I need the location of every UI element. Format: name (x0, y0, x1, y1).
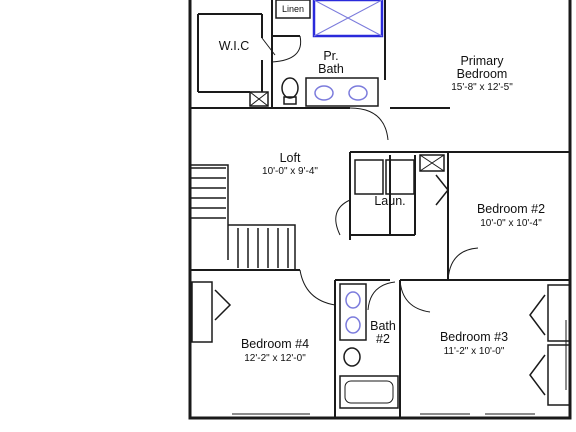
bath2-vanity (339, 283, 367, 341)
shower-drain (313, 0, 383, 37)
wall-laundry (349, 151, 570, 240)
vanity (305, 77, 379, 107)
bath2-label-1: Bath (370, 319, 396, 333)
laundry-label: Laun. (374, 194, 405, 208)
bedroom2-label: Bedroom #2 (477, 202, 545, 216)
door-swing-prbath (271, 35, 302, 63)
door-swing-bath2 (367, 281, 396, 311)
closet-bed3-bottom (547, 344, 571, 406)
door-swing-laundry (335, 199, 351, 236)
wall-bedroom2 (447, 152, 570, 281)
windows (232, 180, 571, 418)
linen-label: Linen (282, 4, 304, 14)
linen-closet (275, 0, 311, 19)
closet-bed3-top (547, 284, 571, 342)
primary-label-2: Bedroom (457, 67, 508, 81)
stairs (190, 164, 296, 270)
washer (354, 159, 384, 195)
loft-dims: 10'-0" x 9'-4" (262, 166, 318, 177)
door-swing-primary (349, 107, 389, 141)
shower (312, 0, 384, 38)
bedroom3-label: Bedroom #3 (440, 330, 508, 344)
primary-dims: 15'-8" x 12'-5" (451, 82, 513, 93)
wall-lower-band (190, 269, 570, 281)
wic-label: W.I.C (219, 39, 250, 53)
bathtub (339, 375, 399, 409)
sink-left (314, 85, 334, 101)
door-swing-loft-bath (299, 269, 336, 306)
bath2-label-2: #2 (376, 332, 390, 346)
hvac-box (249, 91, 269, 107)
closet-bed4 (191, 281, 213, 343)
dryer (385, 159, 415, 195)
closet-box-bed2 (419, 154, 445, 172)
wall-wic-bath (271, 0, 300, 108)
bath2-toilet (343, 347, 361, 367)
primary-label-1: Primary (460, 54, 504, 68)
door-swing-bed2 (447, 247, 479, 281)
pr-bath-toilet (281, 77, 299, 99)
wall-wic (197, 13, 263, 93)
sink-right (348, 85, 368, 101)
bedroom2-closet-door (435, 174, 449, 206)
bedroom2-dims: 10'-0" x 10'-4" (480, 218, 542, 229)
door-swing-wic (261, 37, 276, 56)
door-swing-bed3 (399, 279, 431, 313)
loft-label: Loft (280, 151, 301, 165)
pr-bath-label-1: Pr. (323, 49, 338, 63)
pr-bath-label-2: Bath (318, 62, 344, 76)
bedroom4-dims: 12'-2" x 12'-0" (244, 353, 306, 364)
bedroom3-dims: 11'-2" x 10'-0" (444, 346, 505, 357)
bedroom4-label: Bedroom #4 (241, 337, 309, 351)
